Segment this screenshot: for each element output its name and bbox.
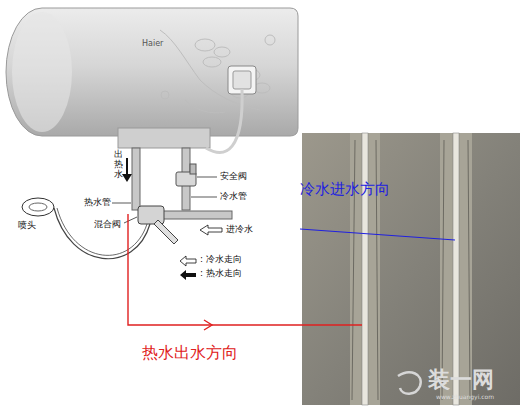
part-label: 安全阀: [220, 172, 247, 182]
part-label: 混合阀: [94, 220, 121, 230]
watermark-url: www.zhuangyi.com: [436, 394, 494, 401]
part-label: 冷水管: [220, 192, 247, 202]
direction-label: 热水出水方向: [142, 344, 238, 362]
watermark: 装一网: [428, 368, 494, 392]
legend-text: : 热水走向: [200, 269, 242, 279]
part-label: 喷头: [18, 221, 36, 231]
direction-label: 冷水进水方向: [300, 181, 390, 198]
part-label: 热水管: [84, 198, 111, 208]
vertical-label: 出热水: [114, 150, 123, 180]
legend-text: : 冷水走向: [200, 255, 242, 265]
brand-logo: Haier: [142, 40, 163, 49]
part-label: 进冷水: [226, 225, 253, 235]
